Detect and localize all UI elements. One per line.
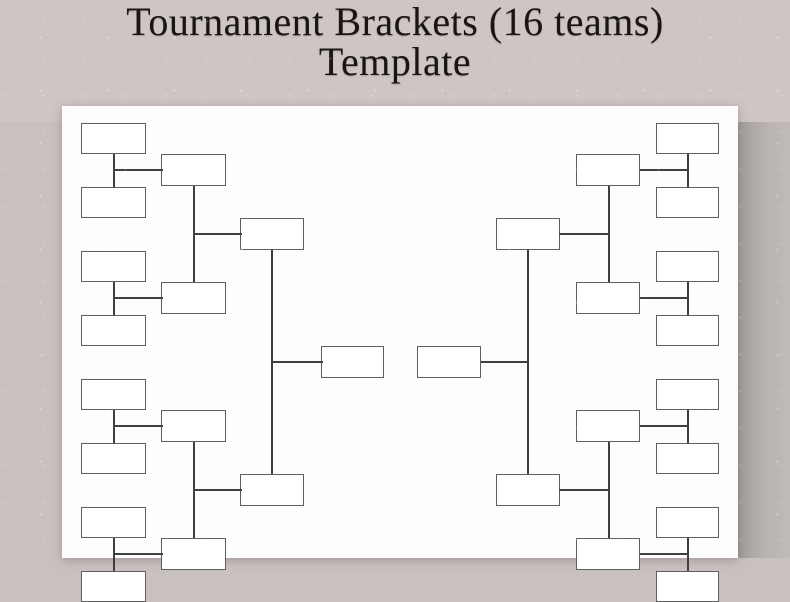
background-right-band [738, 122, 790, 558]
bracket-slot-left-round1-1 [81, 123, 146, 154]
bracket-slot-right-semifinal-2 [496, 474, 560, 506]
connector-line [559, 489, 610, 491]
bracket-slot-right-round1-5 [656, 379, 719, 410]
connector-line [271, 361, 323, 363]
connector-line [193, 489, 242, 491]
bracket-slot-right-finalist-1 [417, 346, 481, 378]
background-top-band [0, 0, 790, 122]
bracket-slot-right-round2-2 [576, 282, 640, 314]
bracket-slot-left-round1-3 [81, 251, 146, 282]
connector-line [640, 297, 689, 299]
connector-line [640, 553, 689, 555]
bracket-slot-right-round1-3 [656, 251, 719, 282]
bracket-slot-left-semifinal-2 [240, 474, 304, 506]
bracket-slot-left-round1-6 [81, 443, 146, 474]
bracket-slot-right-round1-1 [656, 123, 719, 154]
bracket-slot-left-round1-2 [81, 187, 146, 218]
connector-line [113, 425, 163, 427]
bracket-slot-right-round2-3 [576, 410, 640, 442]
bracket-slot-right-round2-4 [576, 538, 640, 570]
bracket-slot-left-round1-4 [81, 315, 146, 346]
bracket-slot-left-round2-2 [161, 282, 226, 314]
connector-line [113, 553, 163, 555]
connector-line [640, 169, 689, 171]
page-title: Tournament Brackets (16 teams) Template [0, 2, 790, 82]
bracket-slot-left-round2-1 [161, 154, 226, 186]
bracket-slot-right-round1-8 [656, 571, 719, 602]
tournament-bracket-diagram [81, 123, 719, 602]
bracket-slot-right-round1-6 [656, 443, 719, 474]
bracket-slot-right-round1-2 [656, 187, 719, 218]
bracket-slot-right-round2-1 [576, 154, 640, 186]
page-title-line1: Tournament Brackets (16 teams) [126, 0, 664, 44]
bracket-slot-right-round1-4 [656, 315, 719, 346]
connector-line [559, 233, 610, 235]
page-title-line2: Template [318, 39, 472, 84]
connector-line [113, 297, 163, 299]
bracket-slot-left-semifinal-1 [240, 218, 304, 250]
bracket-slot-left-round1-7 [81, 507, 146, 538]
connector-line [113, 169, 163, 171]
connector-line [640, 425, 689, 427]
bracket-slot-left-finalist-1 [321, 346, 384, 378]
bracket-slot-left-round2-4 [161, 538, 226, 570]
connector-line [481, 361, 529, 363]
bracket-slot-left-round1-8 [81, 571, 146, 602]
bracket-slot-right-semifinal-1 [496, 218, 560, 250]
bracket-slot-right-round1-7 [656, 507, 719, 538]
bracket-slot-left-round1-5 [81, 379, 146, 410]
bracket-slot-left-round2-3 [161, 410, 226, 442]
connector-line [193, 233, 242, 235]
